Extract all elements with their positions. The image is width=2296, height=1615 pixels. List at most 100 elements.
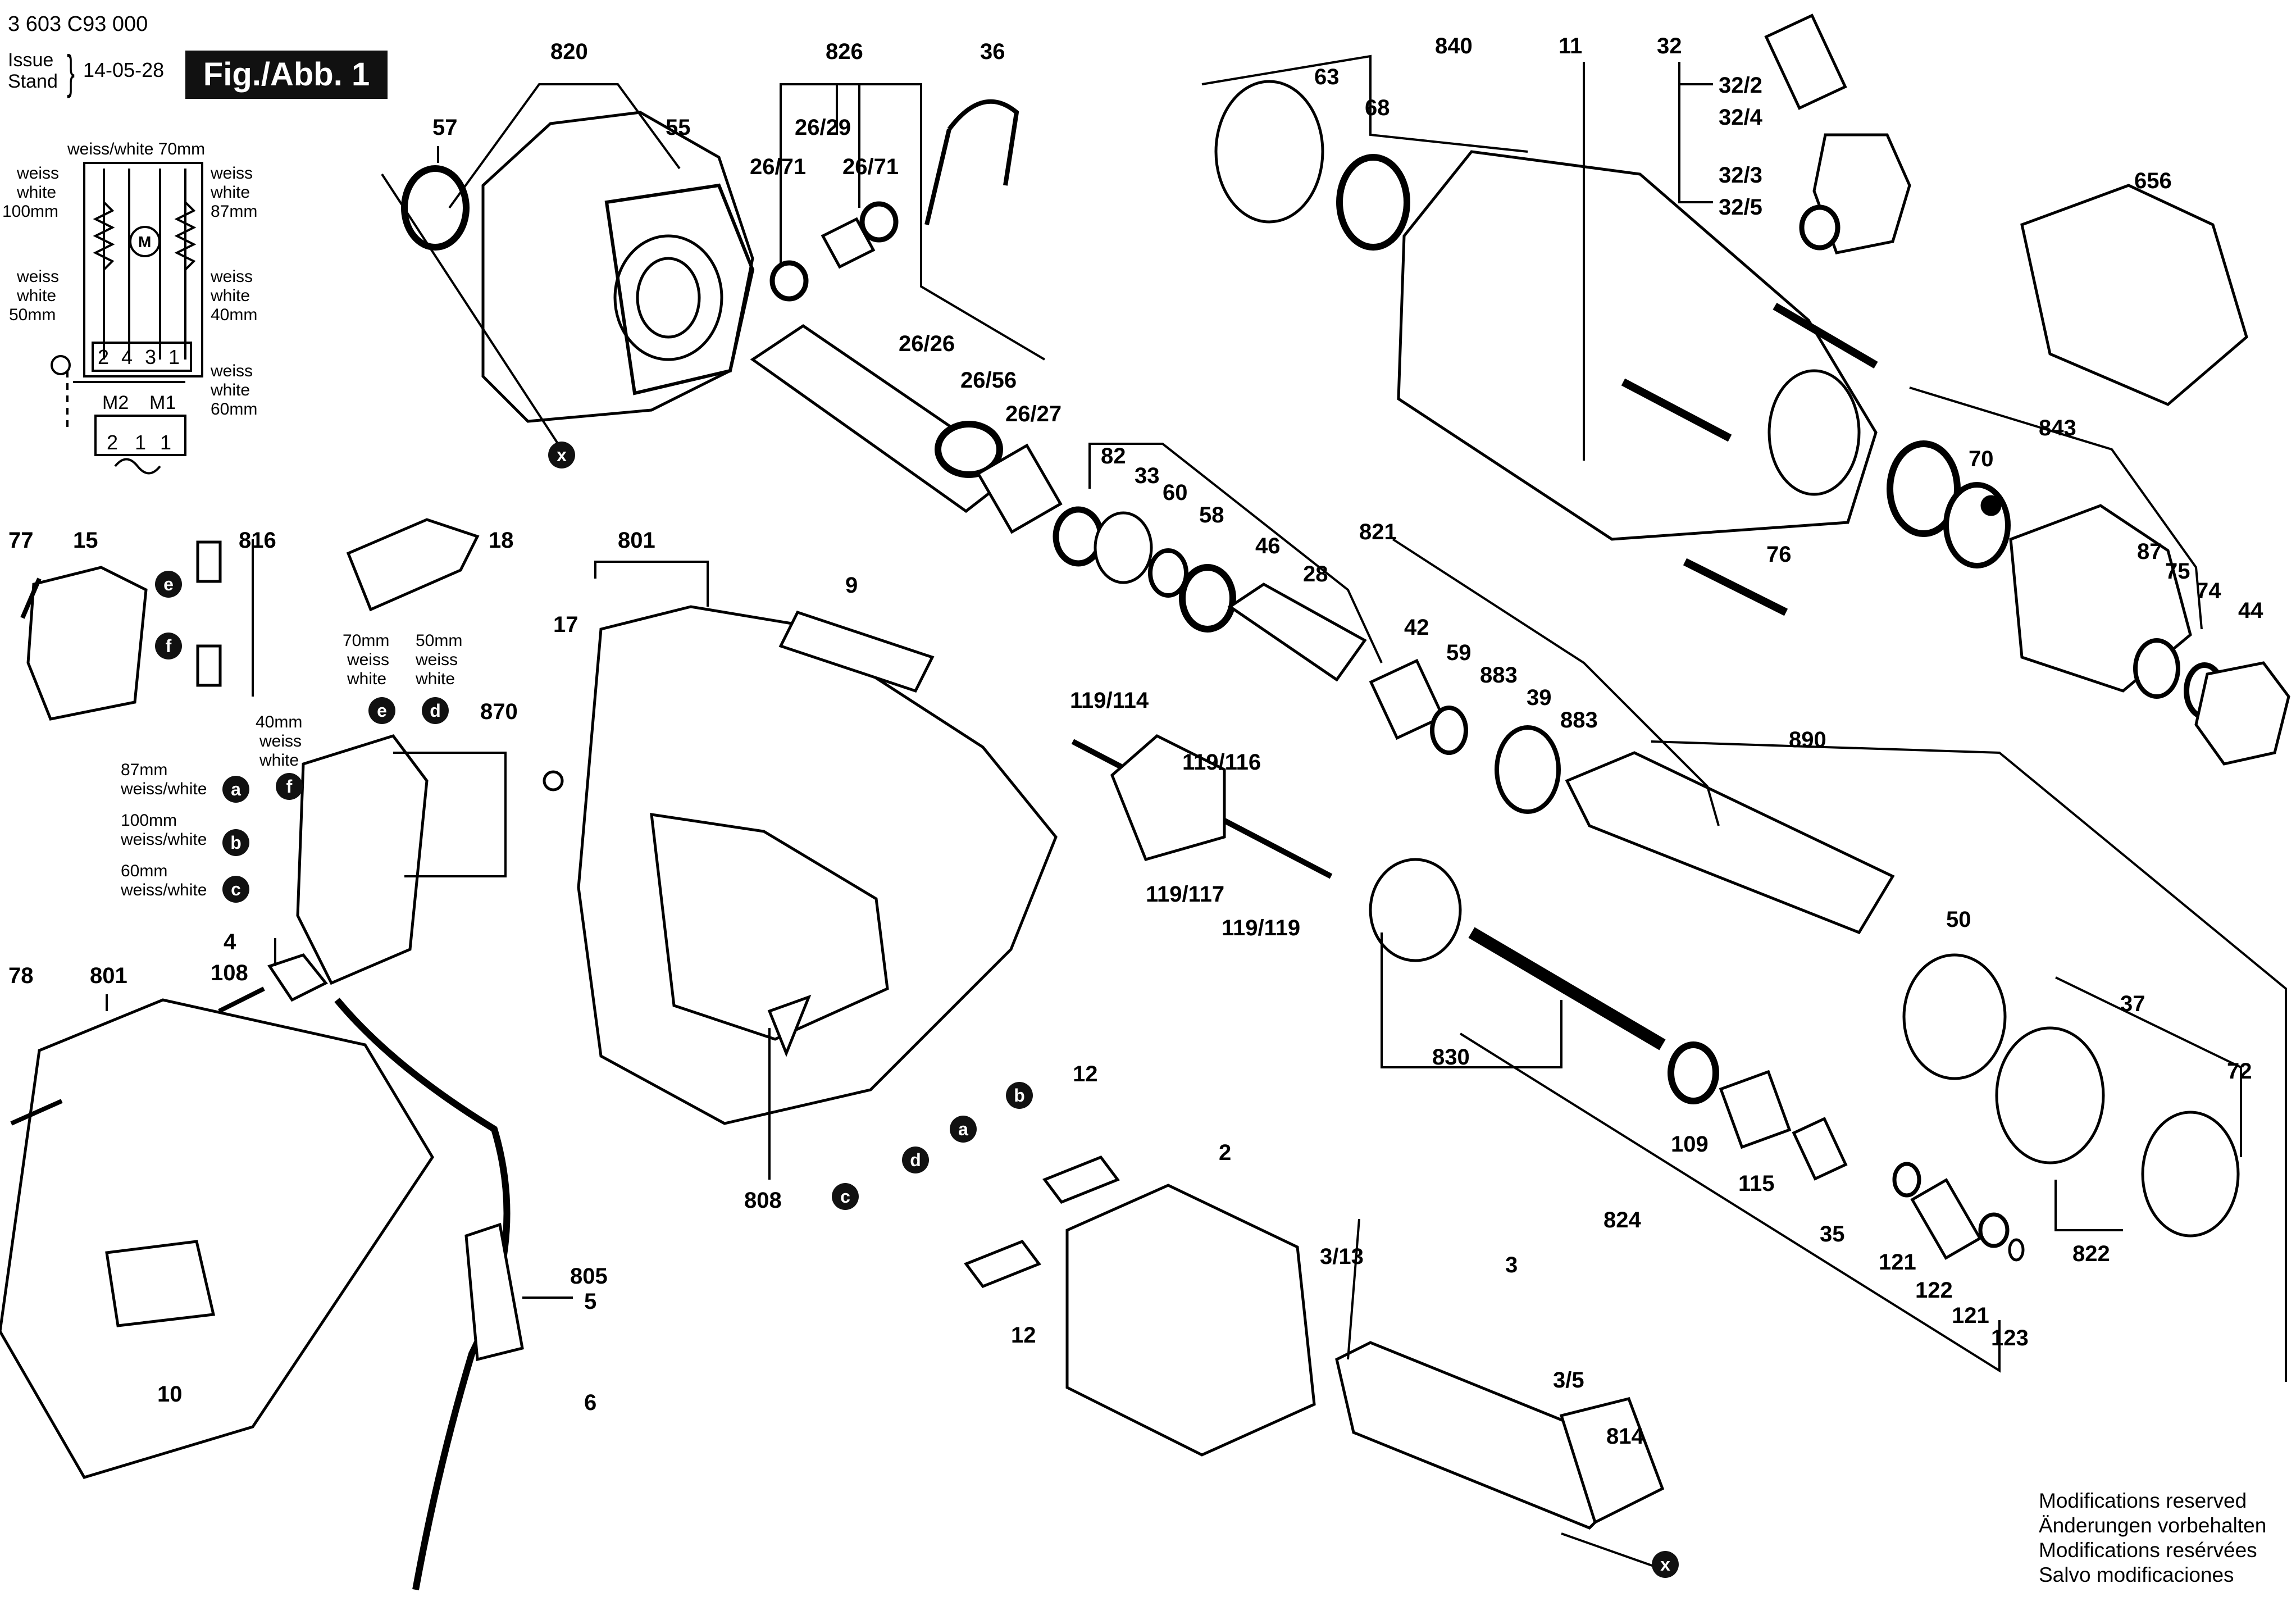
callout-4: 4	[224, 930, 236, 954]
part-2-field	[1065, 1184, 1316, 1457]
callout-60: 60	[1163, 480, 1188, 505]
schematic-frame	[83, 162, 203, 377]
part-15-brush-holder	[26, 566, 148, 721]
wire-b-line2: weiss/white	[120, 830, 207, 849]
issue-date: 14-05-28	[83, 58, 165, 81]
callout-17: 17	[553, 612, 578, 637]
part-60-washer	[1148, 548, 1188, 598]
leader-822	[2054, 1180, 2123, 1231]
marker-c-brush	[832, 1183, 859, 1210]
callout-26-27: 26/27	[1005, 402, 1062, 426]
callout-46: 46	[1255, 534, 1281, 558]
callout-12-a: 12	[1073, 1062, 1098, 1086]
marker-d-brush-letter: d	[910, 1150, 921, 1170]
terminal-3: 3	[145, 345, 156, 369]
callout-119-116: 119/116	[1182, 750, 1261, 775]
callout-44: 44	[2238, 598, 2263, 623]
leader-830	[1381, 932, 1562, 1068]
issue-brace: }	[67, 46, 75, 98]
callout-26-71-b: 26/71	[842, 154, 899, 179]
circle-markers: e f e d f a b c b a d c x x	[155, 442, 1679, 1578]
callout-121-a: 121	[1879, 1250, 1916, 1275]
wire-50-line1: 50mm	[416, 631, 462, 650]
note-en: Modifications reserved	[2039, 1489, 2247, 1512]
callout-70: 70	[1969, 447, 1994, 471]
callout-32-5: 32/5	[1719, 195, 1762, 220]
part-830-gear	[1369, 858, 1462, 962]
marker-e-switch	[368, 697, 395, 724]
callout-890: 890	[1789, 727, 1826, 752]
marker-b-brush	[1006, 1082, 1033, 1109]
callout-76: 76	[1766, 542, 1792, 567]
part-656-chuck	[2020, 184, 2248, 406]
callout-36: 36	[980, 39, 1005, 64]
marker-f-switch	[276, 773, 303, 800]
callout-39: 39	[1527, 685, 1552, 710]
leader-821	[1392, 538, 1720, 826]
switch-wire-labels: 70mm weiss white 50mm weiss white 40mm w…	[120, 631, 462, 899]
callout-656: 656	[2134, 169, 2172, 193]
callout-26-29: 26/29	[795, 115, 851, 140]
callout-72: 72	[2227, 1059, 2252, 1084]
part-121-washer-a	[1892, 1162, 1921, 1198]
leader-x-lower	[1561, 1532, 1657, 1568]
terminal-1: 1	[168, 345, 180, 369]
callout-3: 3	[1505, 1253, 1518, 1277]
callout-840: 840	[1435, 34, 1473, 58]
note-fr: Modifications resérvées	[2039, 1539, 2257, 1562]
motor-symbol	[129, 226, 161, 257]
callout-59: 59	[1446, 640, 1472, 665]
figure-tag: Fig./Abb. 1	[185, 51, 388, 99]
callout-121-b: 121	[1952, 1303, 1989, 1328]
callout-805: 805	[570, 1264, 608, 1289]
marker-b-switch-letter: b	[230, 832, 242, 853]
callout-15: 15	[73, 528, 98, 553]
callout-32-2: 32/2	[1719, 73, 1762, 98]
callout-115: 115	[1738, 1171, 1775, 1196]
leader-37-72	[2055, 976, 2242, 1157]
marker-e-brush-letter: e	[163, 574, 174, 594]
marker-d-switch-letter: d	[430, 700, 441, 721]
wire-c-line1: 60mm	[121, 862, 167, 880]
part-108-screw	[218, 986, 265, 1013]
issue-labels: Issue Stand	[8, 49, 58, 92]
wire-c-line2: weiss/white	[120, 881, 207, 899]
part-57-oring	[401, 165, 470, 251]
callout-822: 822	[2072, 1241, 2110, 1266]
marker-a-switch	[222, 776, 249, 803]
part-26-29-pin	[821, 217, 876, 269]
marker-c-switch	[222, 876, 249, 903]
callout-26-71-a: 26/71	[750, 154, 806, 179]
callout-26-56: 26/56	[960, 368, 1017, 393]
marker-f-switch-letter: f	[286, 776, 293, 797]
wiring-label-r40-1: weiss	[210, 267, 253, 286]
part-58-oring	[1179, 564, 1236, 633]
marker-a-brush-letter: a	[958, 1119, 968, 1139]
part-843-ring-b	[1943, 482, 2011, 568]
terminal-block	[92, 342, 192, 372]
part-36-clip	[924, 99, 1019, 225]
part-890-tube	[1565, 751, 1895, 935]
callout-35: 35	[1820, 1222, 1845, 1246]
part-82-ring	[1053, 506, 1104, 567]
callout-42: 42	[1404, 615, 1429, 640]
leader-826	[780, 83, 1046, 361]
part-35-pinion	[1792, 1117, 1848, 1181]
callout-3-13: 3/13	[1320, 1244, 1364, 1269]
wire-70-line3: white	[347, 670, 386, 688]
wire-40-line1: 40mm	[256, 713, 302, 731]
marker-d-switch	[422, 697, 449, 724]
marker-b-brush-letter: b	[1014, 1085, 1025, 1106]
callout-801-b: 801	[90, 963, 127, 988]
wire-50-line3: white	[415, 670, 455, 688]
part-33-bearing	[1094, 511, 1153, 584]
field-coil-right	[174, 201, 197, 271]
wiring-label-r40-2: white	[210, 286, 250, 305]
issue-label: Issue	[8, 49, 54, 71]
callout-58: 58	[1199, 503, 1224, 527]
terminal-2: 2	[98, 345, 109, 369]
callout-122: 122	[1915, 1278, 1953, 1303]
part-3-5-fan	[1559, 1397, 1665, 1525]
